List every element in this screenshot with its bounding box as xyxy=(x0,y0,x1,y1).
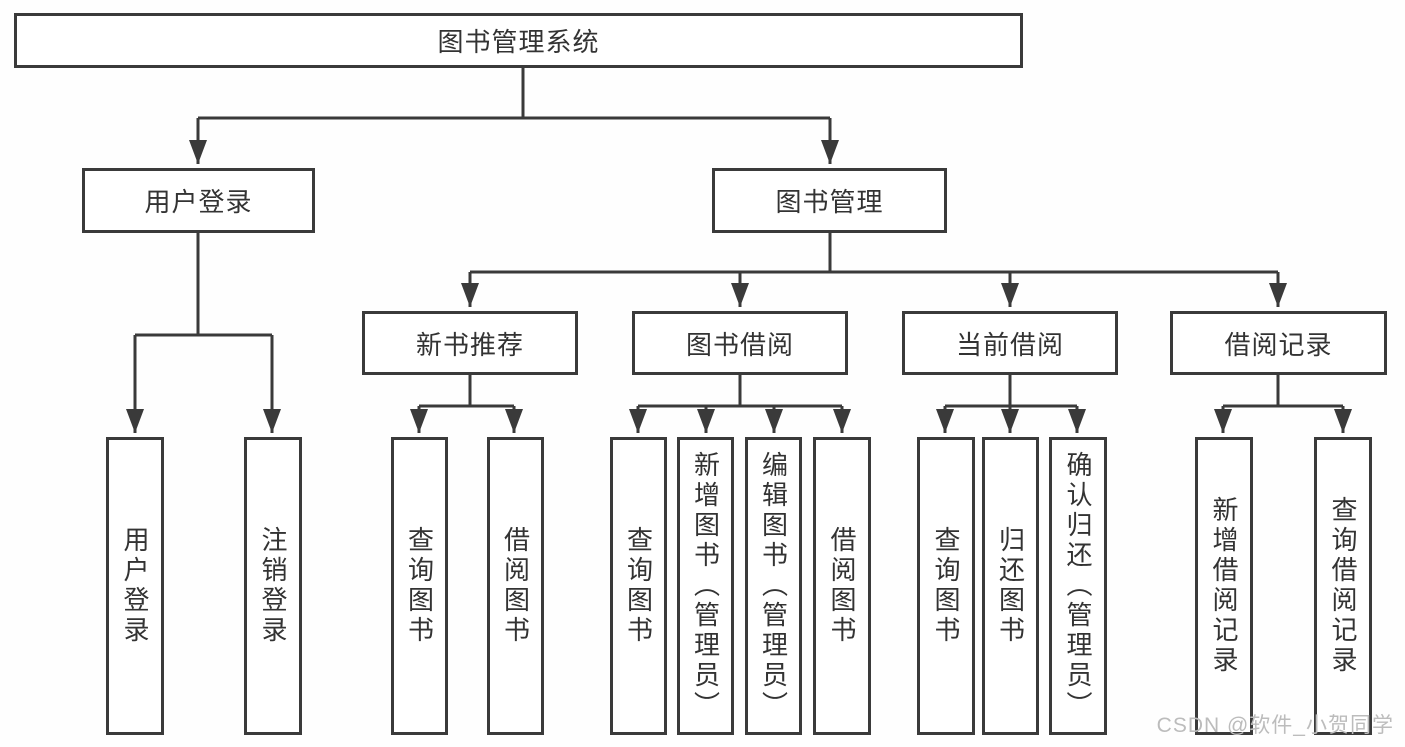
node-label: 编辑图书（管理员） xyxy=(758,451,789,721)
leaf-confirm-return-admin: 确认归还（管理员） xyxy=(1049,437,1107,735)
node-label: 查询借阅记录 xyxy=(1328,496,1358,676)
leaf-borrow-books-recommend: 借阅图书 xyxy=(487,437,544,735)
node-borrow-records: 借阅记录 xyxy=(1170,311,1387,375)
node-label: 注销登录 xyxy=(258,526,288,646)
node-label: 查询图书 xyxy=(623,526,654,646)
node-label: 确认归还（管理员） xyxy=(1063,451,1093,721)
node-label: 用户登录 xyxy=(120,526,150,646)
node-label: 查询图书 xyxy=(404,526,435,646)
leaf-add-book-admin: 新增图书（管理员） xyxy=(677,437,734,735)
watermark-text: CSDN @软件_小贺同学 xyxy=(1156,714,1394,737)
node-label: 图书管理 xyxy=(775,187,884,217)
tree-branch-lines xyxy=(135,68,1343,408)
node-book-borrow: 图书借阅 xyxy=(632,311,848,375)
node-label: 用户登录 xyxy=(144,187,253,217)
node-root-system: 图书管理系统 xyxy=(14,13,1023,68)
leaf-borrow-books-borrow: 借阅图书 xyxy=(813,437,871,735)
leaf-query-books-borrow: 查询图书 xyxy=(610,437,667,735)
leaf-add-borrow-record: 新增借阅记录 xyxy=(1195,437,1253,735)
node-book-management: 图书管理 xyxy=(712,168,947,233)
node-label: 借阅图书 xyxy=(500,526,531,646)
arrow-lines xyxy=(126,118,1352,433)
node-label: 图书管理系统 xyxy=(437,27,600,57)
leaf-edit-book-admin: 编辑图书（管理员） xyxy=(745,437,802,735)
node-user-login: 用户登录 xyxy=(82,168,315,233)
leaf-logout: 注销登录 xyxy=(244,437,302,735)
node-label: 图书借阅 xyxy=(685,329,794,360)
node-current-borrow: 当前借阅 xyxy=(902,311,1118,375)
leaf-return-book: 归还图书 xyxy=(982,437,1039,735)
node-label: 借阅记录 xyxy=(1224,329,1333,360)
leaf-query-books-recommend: 查询图书 xyxy=(391,437,448,735)
node-label: 新增借阅记录 xyxy=(1209,496,1239,676)
leaf-query-books-current: 查询图书 xyxy=(917,437,975,735)
leaf-user-login: 用户登录 xyxy=(106,437,164,735)
node-label: 查询图书 xyxy=(931,526,961,646)
node-label: 借阅图书 xyxy=(827,526,857,646)
node-label: 归还图书 xyxy=(995,526,1026,646)
node-new-book-recommend: 新书推荐 xyxy=(362,311,578,375)
leaf-query-borrow-record: 查询借阅记录 xyxy=(1314,437,1372,735)
node-label: 新书推荐 xyxy=(415,329,524,360)
node-label: 新增图书（管理员） xyxy=(690,451,721,721)
node-label: 当前借阅 xyxy=(955,329,1064,360)
